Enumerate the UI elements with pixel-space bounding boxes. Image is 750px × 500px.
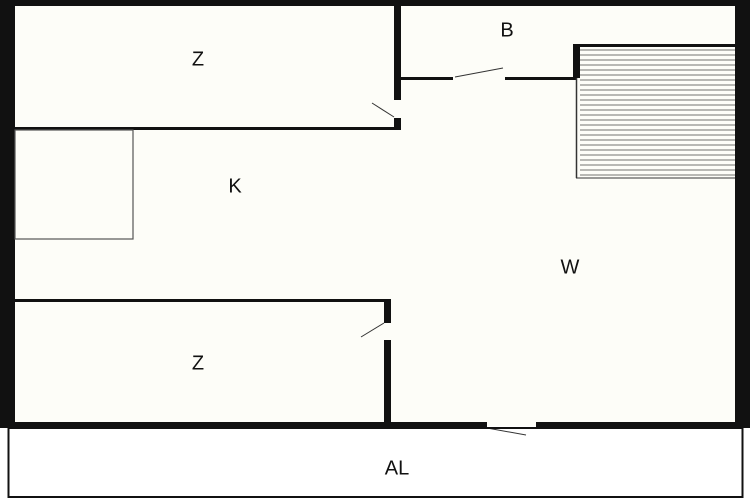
- stair-wall-top: [573, 44, 735, 47]
- apartment-floor: [15, 6, 735, 426]
- balcony-wall-left: [0, 422, 487, 428]
- bedroom-bottom-wall-top: [15, 299, 391, 302]
- bathroom-wall-bottom-right: [505, 77, 576, 80]
- kitchen-counter: [14, 129, 134, 240]
- room-label-bedroom-top: Z: [192, 48, 204, 70]
- staircase-steps: [580, 49, 735, 176]
- bedroom-top-wall-right: [394, 6, 401, 100]
- room-label-kitchen: K: [228, 175, 242, 197]
- outer-wall-top: [0, 0, 750, 6]
- balcony-outline: [7, 427, 744, 498]
- bedroom-bottom-door-swing: [360, 322, 385, 338]
- outer-wall-right: [735, 0, 750, 428]
- balcony-wall-right: [536, 422, 750, 428]
- bedroom-bottom-wall-right-top: [384, 299, 391, 323]
- balcony-door-swing: [486, 427, 527, 436]
- bathroom-door-swing: [454, 67, 504, 78]
- outer-wall-left: [0, 0, 15, 428]
- room-label-balcony: AL: [385, 457, 409, 479]
- stair-wall-left: [573, 44, 580, 78]
- bathroom-wall-bottom-left: [401, 77, 453, 80]
- room-label-bedroom-bottom: Z: [192, 352, 204, 374]
- bedroom-top-wall-right-stub: [394, 118, 401, 130]
- bedroom-top-door-swing: [371, 102, 395, 118]
- room-label-living: W: [561, 256, 580, 278]
- room-label-bathroom: B: [500, 19, 513, 41]
- bedroom-top-wall-bottom: [15, 127, 401, 130]
- balcony-floor: [9, 427, 742, 497]
- bedroom-bottom-wall-right: [384, 340, 391, 424]
